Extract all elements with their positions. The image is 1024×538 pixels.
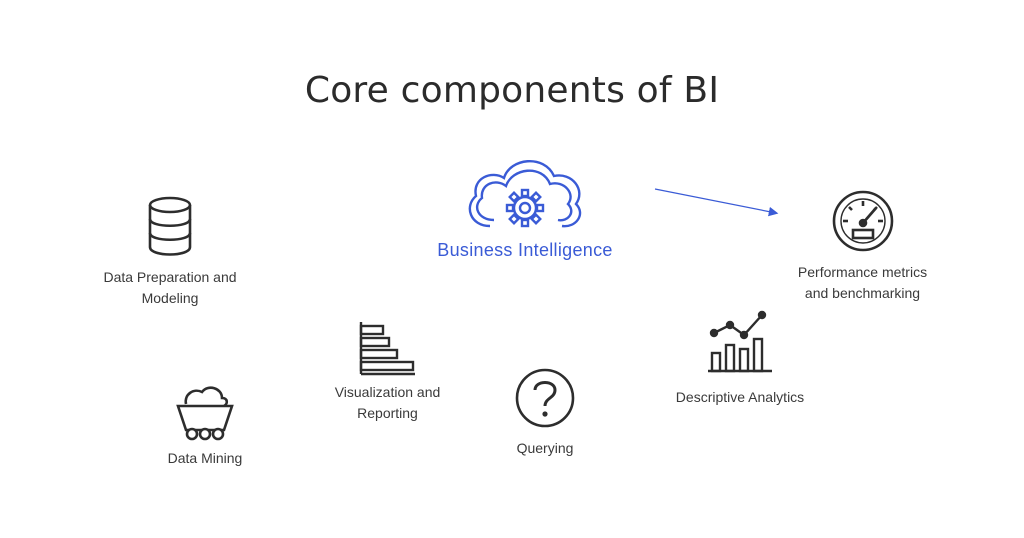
mine-cart-icon: [176, 386, 234, 441]
cloud-gear-icon: [468, 159, 582, 228]
bar-chart-icon: [359, 322, 415, 376]
component-data-mining: Data Mining: [140, 382, 270, 469]
component-visualization: Visualization and Reporting: [300, 318, 475, 424]
page-title: Core components of BI: [304, 70, 720, 111]
analytics-chart-icon: [708, 310, 772, 373]
database-icon: [148, 196, 192, 256]
speedometer-icon: [832, 190, 893, 252]
component-performance-metrics: Performance metrics and benchmarking: [765, 188, 960, 304]
hub-label: Business Intelligence: [437, 240, 613, 260]
component-data-preparation: Data Preparation and Modeling: [70, 195, 270, 309]
component-label: Data Mining: [167, 450, 243, 466]
component-label: Querying: [516, 440, 574, 456]
component-querying: Querying: [490, 366, 600, 459]
component-label: Descriptive Analytics: [675, 389, 805, 405]
question-mark-icon: [515, 368, 575, 428]
hub-business-intelligence: Business Intelligence: [405, 148, 645, 261]
component-label: Performance metrics and benchmarking: [797, 264, 928, 301]
component-label: Visualization and Reporting: [334, 384, 441, 421]
component-label: Data Preparation and Modeling: [103, 269, 237, 306]
component-descriptive-analytics: Descriptive Analytics: [650, 307, 830, 408]
